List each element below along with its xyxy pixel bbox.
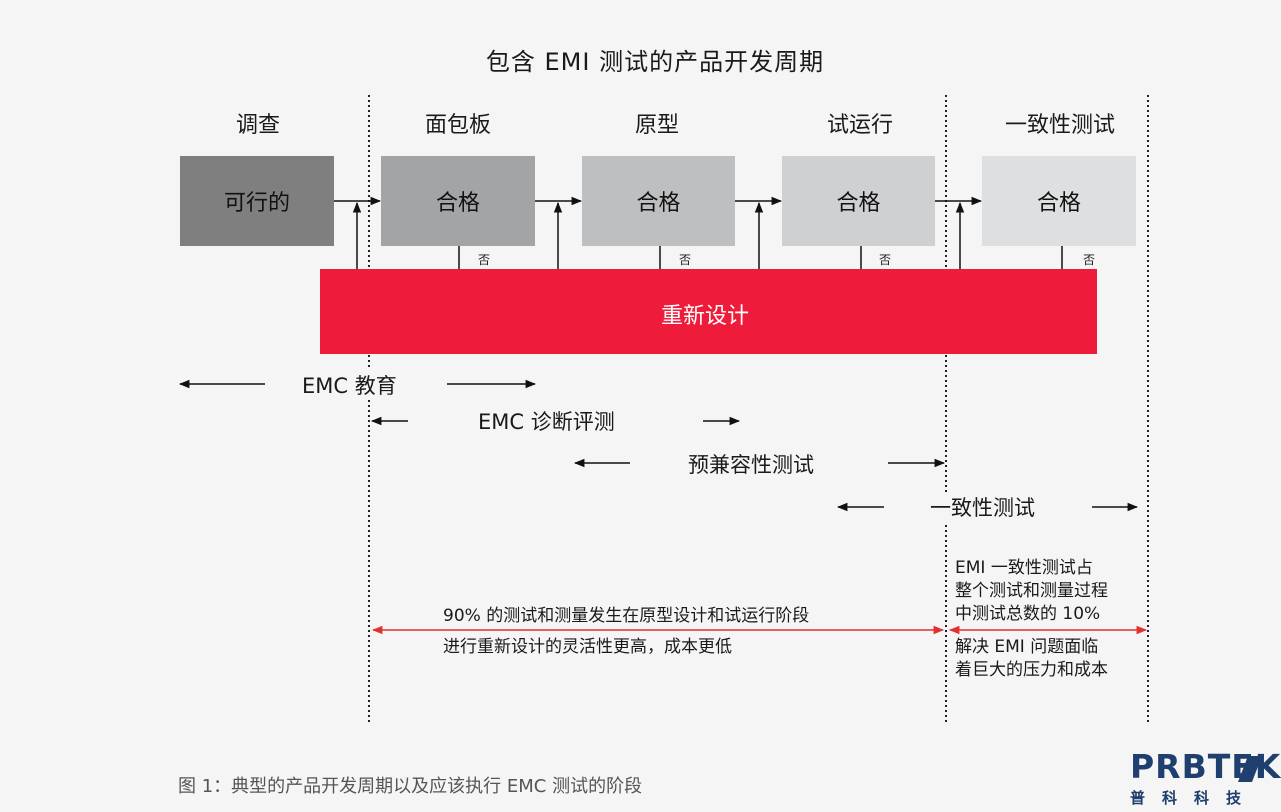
range-label-compliance: 一致性测试: [926, 492, 1039, 522]
no-label: 否: [1083, 253, 1096, 267]
figure-caption: 图 1：典型的产品开发周期以及应该执行 EMC 测试的阶段: [178, 776, 643, 797]
stage-box-prototype-pass: 合格: [582, 156, 735, 246]
note-right-bottom-line1: 解决 EMI 问题面临: [955, 637, 1099, 657]
stage-label-survey: 调查: [235, 113, 280, 138]
note-right-bottom-line2: 着巨大的压力和成本: [955, 660, 1108, 680]
stage-box-text: 合格: [636, 191, 681, 216]
no-label: 否: [879, 253, 892, 267]
note-left-line2: 进行重新设计的灵活性更高，成本更低: [443, 637, 732, 657]
note-right-top-line1: EMI 一致性测试占: [955, 558, 1093, 578]
redesign-bar: [320, 269, 1097, 354]
stage-label-compliance: 一致性测试: [1004, 113, 1115, 138]
stage-box-text: 合格: [836, 191, 881, 216]
stage-box-pilot-pass: 合格: [782, 156, 935, 246]
redesign-label: 重新设计: [660, 304, 749, 329]
stage-box-text: 可行的: [223, 191, 290, 216]
range-label-emc-education: EMC 教育: [298, 370, 401, 400]
note-right-top-line2: 整个测试和测量过程: [955, 581, 1108, 601]
stage-label-prototype: 原型: [634, 113, 679, 138]
company-logo-subtitle: 普科科技: [1130, 789, 1259, 807]
stage-box-compliance-pass: 合格: [982, 156, 1136, 246]
company-logo-wordmark: PRBTEK: [1130, 747, 1281, 786]
stage-label-breadboard: 面包板: [424, 113, 491, 138]
range-label-emc-diagnostics: EMC 诊断评测: [474, 406, 619, 436]
range-label-precompliance: 预兼容性测试: [684, 449, 818, 479]
stage-box-text: 合格: [435, 191, 480, 216]
stage-label-pilot-run: 试运行: [826, 113, 893, 138]
note-right-top-line3: 中测试总数的 10%: [955, 604, 1101, 624]
no-label: 否: [679, 253, 692, 267]
note-left-line1: 90% 的测试和测量发生在原型设计和试运行阶段: [443, 606, 810, 626]
stage-box-feasible: 可行的: [180, 156, 334, 246]
stage-box-breadboard-pass: 合格: [381, 156, 535, 246]
diagram-title: 包含 EMI 测试的产品开发周期: [485, 48, 825, 76]
stage-box-text: 合格: [1036, 191, 1081, 216]
logo-accent-shape: [1238, 756, 1262, 782]
no-label: 否: [478, 253, 491, 267]
